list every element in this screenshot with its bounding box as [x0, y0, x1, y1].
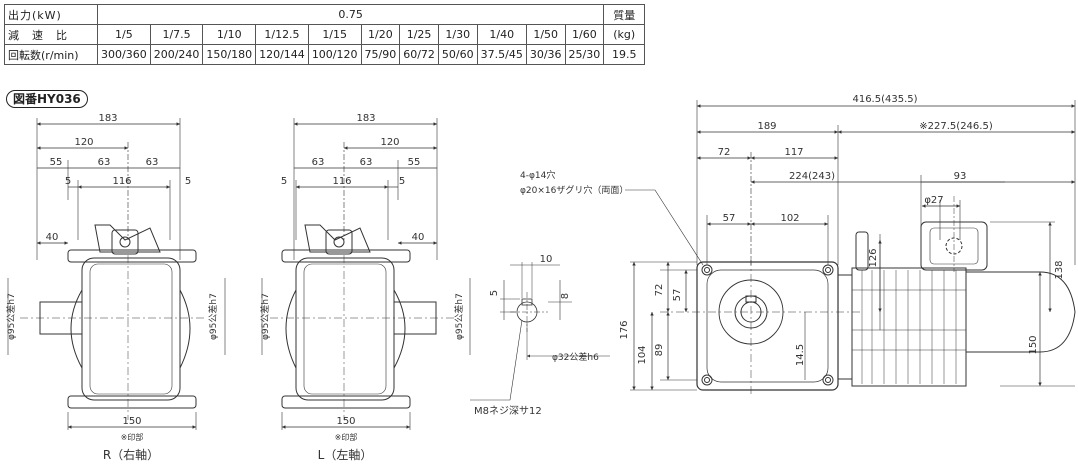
shaft-detail: [470, 262, 610, 401]
drawing-number: 図番HY036: [6, 90, 88, 108]
ratio-cell: 1/20: [360, 24, 401, 45]
mark-note: ※印部: [335, 432, 358, 442]
dim-h145: 14.5: [795, 344, 806, 366]
dim-d: 5: [65, 176, 71, 187]
key-depth: 5: [489, 290, 500, 296]
view-left-shaft: [261, 118, 471, 430]
dim-h138: 138: [1054, 260, 1065, 279]
dim-upper: 120: [380, 137, 399, 148]
view-right-shaft: [7, 118, 226, 430]
rpm-cell: 25/30: [564, 44, 605, 65]
dim-102: 102: [780, 213, 799, 224]
rpm-cell: 120/144: [255, 44, 309, 65]
dim-e: 116: [112, 176, 131, 187]
dim-h89: 89: [654, 344, 665, 357]
dim-h104: 104: [637, 345, 648, 364]
dim-right-span: ※227.5(246.5): [919, 121, 993, 132]
mark-note: ※印部: [121, 432, 144, 442]
caption-r: R（右軸）: [103, 447, 159, 462]
dim-e: 116: [332, 176, 351, 187]
dim-shaft: 40: [46, 232, 59, 243]
key-width: 10: [540, 254, 553, 265]
rpm-cell: 60/72: [399, 44, 439, 65]
dim-overall: 183: [98, 113, 117, 124]
dim-f: 5: [399, 176, 405, 187]
dim-bore: φ95公差h7: [5, 293, 17, 340]
shaft-diameter: φ32公差h6: [552, 351, 599, 363]
dim-bore: φ95公差h7: [207, 293, 219, 340]
rpm-cell: 100/120: [307, 44, 362, 65]
spec-table: 出力(kW) 0.75 質量 減 速 比 1/5 1/7.5 1/10 1/12…: [4, 4, 646, 65]
shaft-detail-labels: 10 5 8 φ32公差h6 M8ネジ深サ12: [474, 254, 599, 417]
dim-b: 63: [360, 157, 373, 168]
mass-unit: (kg): [603, 24, 646, 45]
front-view-labels: 416.5(435.5) 189 ※227.5(246.5) 72 117 22…: [520, 94, 1065, 366]
hole-note-1: 4-φ14穴: [520, 169, 555, 181]
mass-value: 19.5: [603, 44, 646, 65]
dim-base: 150: [336, 416, 355, 427]
dim-d: 5: [281, 176, 287, 187]
dim-h176: 176: [619, 320, 630, 339]
view-left-shaft-labels: 183 120 63 63 55 5 116 5 40 150 ※印部 L（左軸…: [259, 113, 465, 462]
dim-c: 63: [146, 157, 159, 168]
rpm-cell: 37.5/45: [476, 44, 527, 65]
dim-h150: 150: [1028, 335, 1039, 354]
dim-f: 5: [185, 176, 191, 187]
ratio-cell: 1/40: [476, 24, 527, 45]
rpm-label: 回転数(r/min): [4, 44, 98, 65]
front-view: [625, 100, 1076, 395]
dim-224: 224(243): [789, 171, 835, 182]
dim-117: 117: [784, 147, 803, 158]
dim-c: 55: [408, 157, 421, 168]
tap-note: M8ネジ深サ12: [474, 405, 542, 417]
dim-overall: 183: [356, 113, 375, 124]
dim-72: 72: [718, 147, 731, 158]
dim-bore: φ95公差h7: [453, 293, 465, 340]
rpm-cell: 30/36: [525, 44, 566, 65]
ratio-cell: 1/15: [307, 24, 362, 45]
rpm-cell: 300/360: [97, 44, 151, 65]
dim-total: 416.5(435.5): [852, 94, 917, 105]
rpm-cell: 150/180: [202, 44, 257, 65]
dim-a: 55: [50, 157, 63, 168]
dim-h57: 57: [672, 289, 683, 302]
dim-27: φ27: [924, 195, 943, 206]
dim-bore: φ95公差h7: [259, 293, 271, 340]
view-right-shaft-labels: 183 120 55 63 63 5 116 5 40 150 ※印部 R（右軸…: [5, 113, 219, 462]
dim-h126: 126: [868, 248, 879, 267]
key-height: 8: [560, 293, 571, 299]
caption-l: L（左軸）: [318, 447, 373, 462]
dim-a: 63: [312, 157, 325, 168]
hole-note-2: φ20×16ザグリ穴（両面）: [520, 184, 628, 196]
dim-b: 63: [98, 157, 111, 168]
dim-shaft: 40: [412, 232, 425, 243]
dim-upper: 120: [74, 137, 93, 148]
ratio-cell: 1/5: [97, 24, 151, 45]
dim-h72: 72: [654, 284, 665, 297]
dim-57: 57: [723, 213, 736, 224]
dim-left-span: 189: [757, 121, 776, 132]
rpm-cell: 200/240: [149, 44, 204, 65]
dim-93: 93: [954, 171, 967, 182]
dim-base: 150: [122, 416, 141, 427]
rpm-cell: 50/60: [437, 44, 478, 65]
